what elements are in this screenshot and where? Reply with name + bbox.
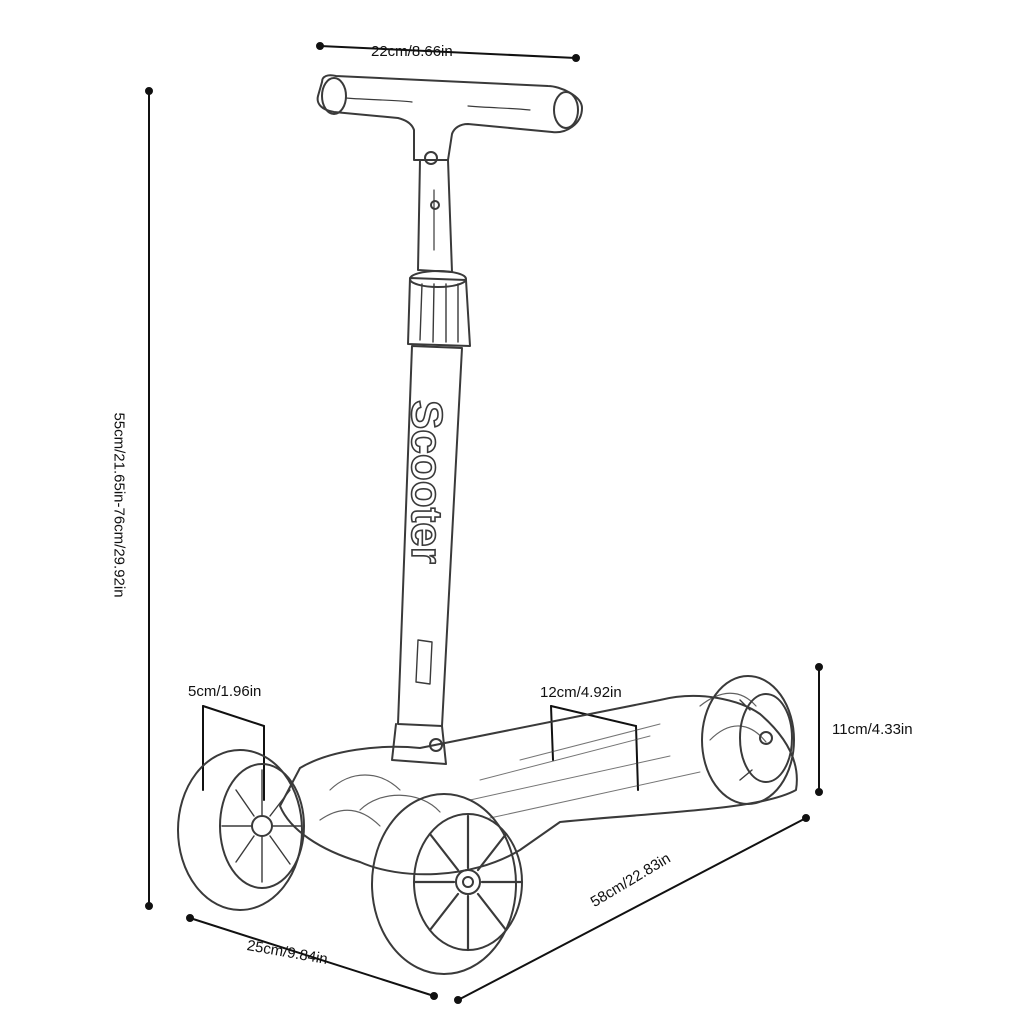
handlebar [316, 74, 583, 165]
label-handle-width: 22cm/8.66in [371, 43, 453, 60]
dimension-bracket-wheel-width [202, 705, 265, 801]
label-deck-width: 12cm/4.92in [540, 684, 622, 701]
front-right-wheel [371, 793, 524, 975]
front-left-wheel [177, 749, 305, 911]
dimension-line-length [454, 814, 810, 1004]
stem-lettering: Scooter [402, 400, 451, 564]
label-wheel-width: 5cm/1.96in [188, 683, 262, 700]
dimension-line-height [145, 87, 153, 910]
dimension-bracket-deck-width [550, 705, 639, 791]
clamp-collar [407, 270, 471, 347]
deck [279, 692, 798, 876]
dimension-line-front-width [186, 914, 438, 1000]
rear-wheel [701, 675, 795, 805]
dimension-line-handle-width [316, 42, 580, 62]
dimension-line-wheel-height [815, 663, 823, 796]
label-wheel-height: 11cm/4.33in [832, 721, 913, 738]
upper-pole [417, 159, 453, 273]
label-height: 55cm/21.65in-76cm/29.92in [110, 412, 128, 598]
